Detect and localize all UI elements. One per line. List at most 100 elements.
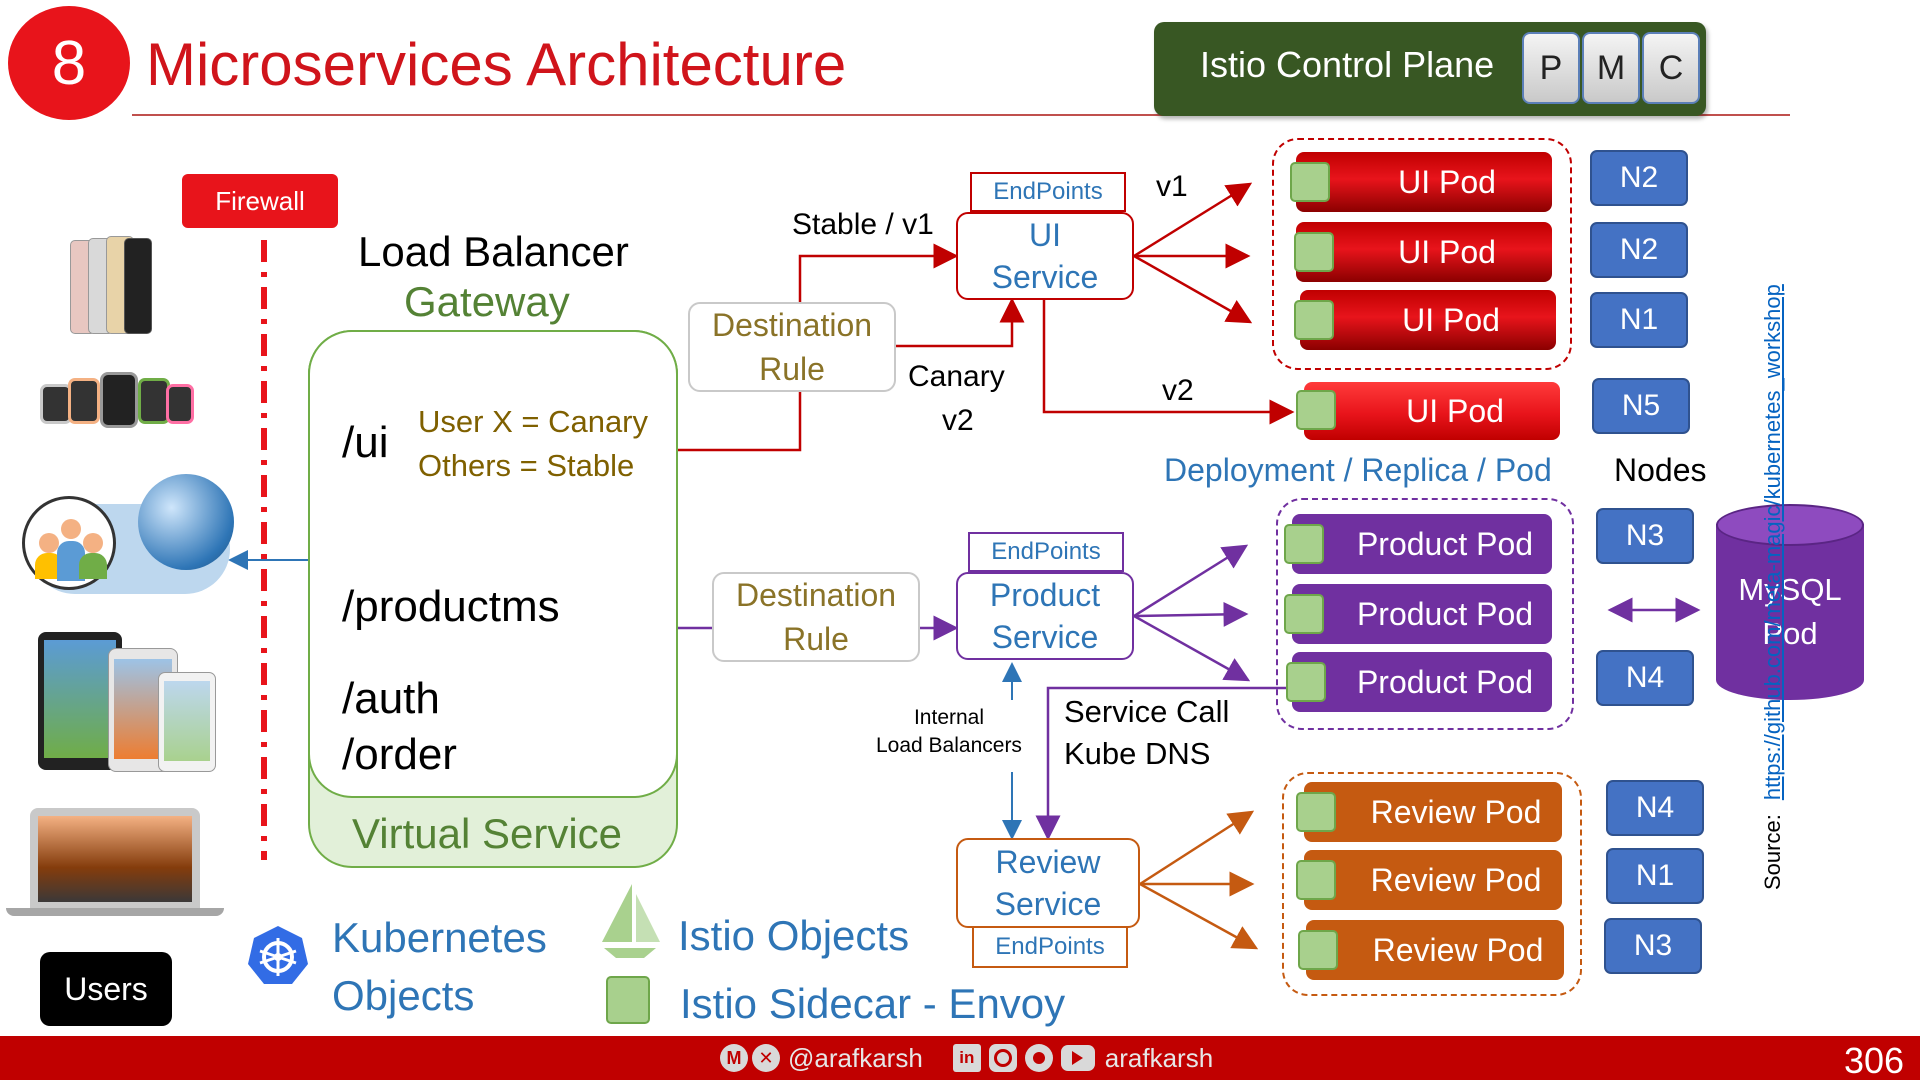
review-service-line2: Service [994, 886, 1102, 922]
gateway-label: Gateway [404, 278, 570, 325]
youtube-icon[interactable] [1060, 1045, 1095, 1071]
product-service-line2: Service [991, 619, 1099, 655]
review-pod: Review Pod [1306, 920, 1564, 980]
smartwatches-icon [40, 372, 194, 442]
mixer-button[interactable]: M [1582, 32, 1640, 104]
smartphones-icon [70, 236, 152, 336]
istio-control-plane: Istio Control Plane P M C [1154, 22, 1706, 116]
destination-rule-line2: Rule [759, 351, 825, 387]
slide-number: 8 [51, 28, 87, 98]
node-badge: N2 [1590, 150, 1688, 206]
review-endpoints: EndPoints [972, 926, 1128, 968]
envoy-sidecar-icon [1294, 232, 1334, 272]
page-number: 306 [1844, 1040, 1905, 1081]
mysql-pod: MySQL Pod [1716, 504, 1864, 700]
ui-pods-deployment [1272, 138, 1572, 370]
pod-label: UI Pod [1398, 163, 1496, 200]
firewall-label: Firewall [215, 185, 305, 216]
rule-stable: Others = Stable [418, 448, 635, 483]
instagram-icon[interactable] [988, 1044, 1017, 1072]
pod-label: UI Pod [1402, 301, 1500, 338]
node-badge: N4 [1606, 780, 1704, 836]
node-badge: N2 [1590, 222, 1688, 278]
product-endpoints: EndPoints [968, 532, 1124, 572]
sidecar-legend-icon [606, 976, 650, 1024]
ui-canary-pod: UI Pod [1304, 382, 1560, 440]
node-badge: N3 [1596, 508, 1694, 564]
kube-dns-label: Kube DNS [1064, 736, 1211, 771]
title-underline [132, 114, 1790, 116]
node-badge: N5 [1592, 378, 1690, 434]
users-cloud-icon [20, 474, 234, 594]
virtual-service-label: Virtual Service [352, 810, 623, 857]
review-pod: Review Pod [1304, 850, 1562, 910]
control-plane-label: Istio Control Plane [1200, 44, 1495, 85]
product-pods-deployment [1276, 498, 1574, 730]
laptop-icon [6, 808, 224, 920]
x-icon[interactable]: ✕ [752, 1044, 780, 1072]
deployment-label: Deployment / Replica / Pod [1164, 452, 1552, 488]
gateway-box [308, 330, 678, 798]
route-productms: /productms [342, 582, 560, 631]
source-prefix: Source: [1760, 814, 1785, 890]
v1-label: v1 [1156, 170, 1188, 203]
envoy-sidecar-icon [1296, 390, 1336, 430]
canary-label: Canary [908, 360, 1005, 393]
pod-label: Product Pod [1356, 663, 1534, 700]
slide-title: Microservices Architecture [146, 31, 847, 98]
pod-label: Product Pod [1356, 525, 1534, 562]
canary-v2-label: v2 [942, 404, 974, 437]
pod-label: Review Pod [1370, 793, 1542, 830]
envoy-sidecar-icon [1298, 930, 1338, 970]
istio-objects-label: Istio Objects [678, 912, 910, 959]
load-balancer-label: Load Balancer [358, 228, 629, 275]
k8s-legend-line1: Kubernetes [332, 914, 547, 961]
review-pods-deployment [1282, 772, 1582, 996]
source-link[interactable]: https://github.com/meta-magic/kubernetes… [1760, 284, 1785, 801]
nodes-label: Nodes [1614, 452, 1707, 488]
node-badge: N3 [1604, 918, 1702, 974]
users-label: Users [64, 970, 148, 1007]
load-balancers-label: Load Balancers [876, 734, 1022, 757]
linkedin-icon[interactable]: in [952, 1044, 981, 1072]
pod-label: UI Pod [1406, 392, 1504, 429]
firewall-label-box: Firewall [182, 174, 338, 228]
ui-pod: UI Pod [1300, 290, 1556, 350]
tablets-icon [38, 632, 216, 772]
medium-icon[interactable]: M [720, 1044, 748, 1072]
node-badge: N4 [1596, 650, 1694, 706]
envoy-sidecar-icon [1284, 524, 1324, 564]
v2-label: v2 [1162, 374, 1194, 407]
internal-label: Internal [913, 706, 985, 729]
sidecar-legend-label: Istio Sidecar - Envoy [680, 980, 1066, 1027]
rule-canary: User X = Canary [418, 404, 649, 439]
slide-number-badge: 8 [8, 6, 130, 120]
review-service: Review Service [956, 838, 1140, 928]
envoy-sidecar-icon [1286, 662, 1326, 702]
envoy-sidecar-icon [1294, 300, 1334, 340]
destination-rule-line1: Destination [735, 577, 897, 613]
product-service: Product Service [956, 572, 1134, 660]
envoy-sidecar-icon [1290, 162, 1330, 202]
product-pod: Product Pod [1292, 584, 1552, 644]
stable-v1-label: Stable / v1 [792, 208, 934, 241]
ui-service-line2: Service [991, 259, 1099, 295]
ui-destination-rule: Destination Rule [688, 302, 896, 392]
product-pod: Product Pod [1292, 652, 1552, 712]
product-service-line1: Product [989, 577, 1101, 613]
citadel-button[interactable]: C [1642, 32, 1700, 104]
product-pod: Product Pod [1292, 514, 1552, 574]
ui-service: UI Service [956, 212, 1134, 300]
source-citation: Source: https://github.com/meta-magic/kub… [1760, 284, 1786, 890]
ui-pod: UI Pod [1296, 222, 1552, 282]
mysql-line1: MySQL [1738, 572, 1842, 607]
pilot-button[interactable]: P [1522, 32, 1580, 104]
github-icon[interactable] [1024, 1044, 1053, 1072]
envoy-sidecar-icon [1284, 594, 1324, 634]
istio-sail-icon [598, 884, 662, 966]
pod-label: Review Pod [1370, 861, 1542, 898]
footer-handle-2: arafkarsh [1104, 1042, 1214, 1073]
envoy-sidecar-icon [1296, 792, 1336, 832]
node-badge: N1 [1606, 848, 1704, 904]
